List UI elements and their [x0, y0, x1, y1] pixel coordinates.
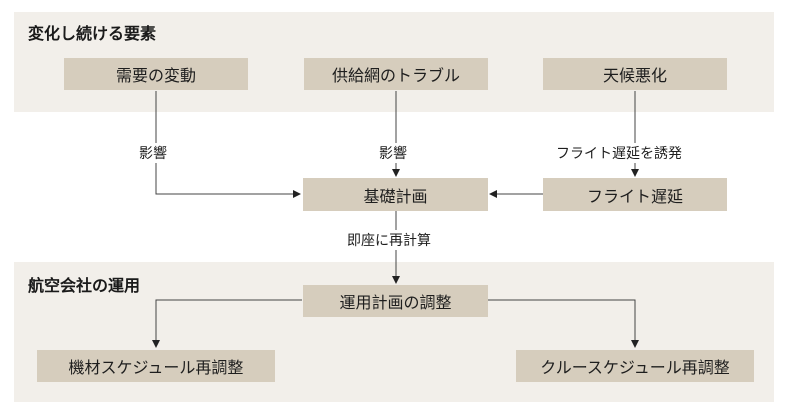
node-flight-delay: フライト遅延	[543, 178, 727, 211]
edge-label-recalculate: 即座に再計算	[344, 230, 434, 250]
edge-ops-to-crew	[488, 299, 639, 348]
node-crew-schedule: クルースケジュール再調整	[516, 350, 754, 382]
node-aircraft-schedule: 機材スケジュール再調整	[37, 350, 275, 382]
edge-demand-to-plan	[155, 91, 301, 198]
node-ops-plan-adjust: 運用計画の調整	[303, 285, 488, 317]
node-demand-fluctuation: 需要の変動	[64, 58, 248, 90]
node-base-plan: 基礎計画	[303, 178, 488, 211]
edge-label-delay-trigger: フライト遅延を誘発	[553, 143, 685, 163]
variable-factors-title: 変化し続ける要素	[28, 24, 157, 43]
edge-label-demand-influence: 影響	[136, 143, 170, 163]
node-bad-weather: 天候悪化	[543, 58, 727, 90]
edge-label-supply-influence: 影響	[376, 143, 410, 163]
edge-ops-to-aircraft	[152, 299, 302, 348]
node-supply-chain-trouble: 供給網のトラブル	[304, 58, 488, 90]
airline-operations-title: 航空会社の運用	[28, 276, 141, 295]
